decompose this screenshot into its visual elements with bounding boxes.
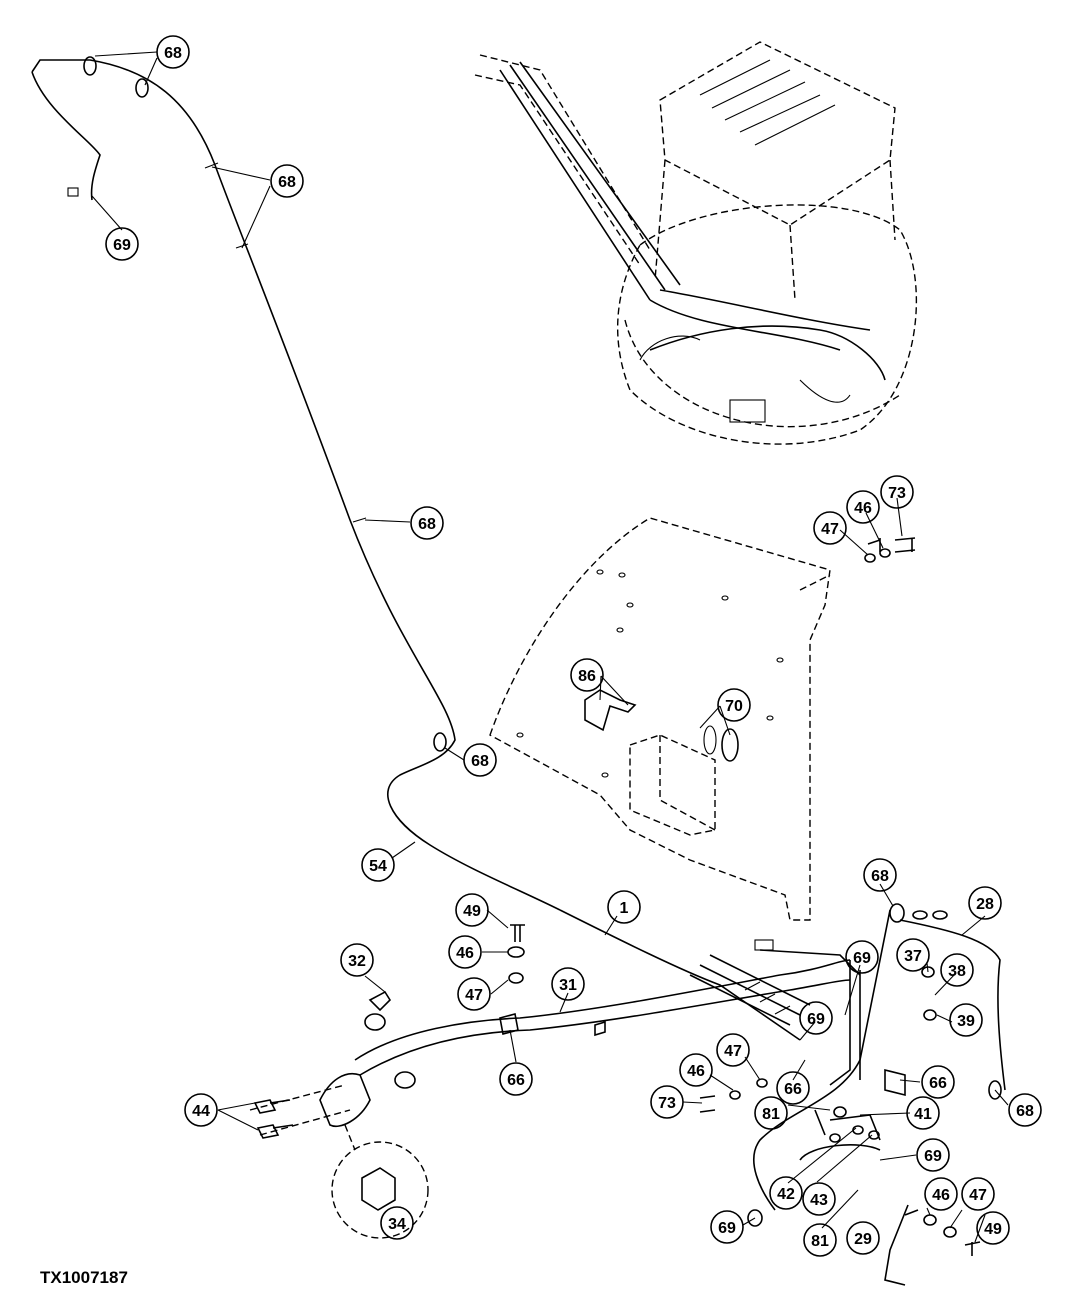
svg-text:49: 49 <box>984 1221 1002 1238</box>
mounting-plate <box>489 517 831 921</box>
relay-assembly <box>584 689 739 836</box>
svg-text:42: 42 <box>777 1186 795 1203</box>
svg-text:37: 37 <box>904 948 922 965</box>
excavator-outline <box>474 41 918 445</box>
callout-81-b: 81 <box>803 1223 837 1257</box>
svg-text:47: 47 <box>821 521 839 538</box>
callout-68-f: 68 <box>1008 1093 1042 1127</box>
leader-lines <box>91 51 1009 1243</box>
svg-text:31: 31 <box>559 977 577 994</box>
svg-text:69: 69 <box>718 1220 736 1237</box>
svg-text:70: 70 <box>725 698 743 715</box>
svg-text:69: 69 <box>853 950 871 967</box>
callout-49-a: 49 <box>455 893 489 927</box>
callout-38: 38 <box>940 953 974 987</box>
callout-46-b: 46 <box>448 935 482 969</box>
callout-47-d: 47 <box>961 1177 995 1211</box>
svg-text:46: 46 <box>932 1187 950 1204</box>
svg-text:29: 29 <box>854 1231 872 1248</box>
callout-47-a: 47 <box>813 511 847 545</box>
callout-49-b: 49 <box>976 1211 1010 1245</box>
svg-text:86: 86 <box>578 668 596 685</box>
svg-text:81: 81 <box>811 1233 829 1250</box>
detail-circle-34 <box>331 1141 429 1239</box>
callout-42: 42 <box>769 1176 803 1210</box>
svg-text:28: 28 <box>976 896 994 913</box>
callout-68-b: 68 <box>270 164 304 198</box>
svg-text:49: 49 <box>463 903 481 920</box>
svg-text:66: 66 <box>929 1075 947 1092</box>
callout-34: 34 <box>380 1206 414 1240</box>
callout-46-d: 46 <box>924 1177 958 1211</box>
callout-46-a: 46 <box>846 490 880 524</box>
callout-28: 28 <box>968 886 1002 920</box>
svg-text:44: 44 <box>192 1103 210 1120</box>
callout-69-a: 69 <box>105 227 139 261</box>
svg-text:68: 68 <box>278 174 296 191</box>
svg-text:68: 68 <box>164 45 182 62</box>
callout-37: 37 <box>896 938 930 972</box>
svg-text:47: 47 <box>465 987 483 1004</box>
callout-69-d: 69 <box>916 1138 950 1172</box>
callout-43: 43 <box>802 1182 836 1216</box>
cable-54 <box>31 56 561 911</box>
svg-text:34: 34 <box>388 1216 406 1233</box>
callout-41: 41 <box>906 1096 940 1130</box>
svg-text:81: 81 <box>762 1106 780 1123</box>
svg-text:73: 73 <box>658 1095 676 1112</box>
callout-68-e: 68 <box>863 858 897 892</box>
svg-text:39: 39 <box>957 1013 975 1030</box>
callout-68-d: 68 <box>463 743 497 777</box>
svg-text:66: 66 <box>784 1081 802 1098</box>
svg-text:41: 41 <box>914 1106 932 1123</box>
svg-text:47: 47 <box>724 1043 742 1060</box>
svg-text:1: 1 <box>620 900 629 917</box>
svg-text:43: 43 <box>810 1192 828 1209</box>
callout-66-a: 66 <box>499 1062 533 1096</box>
callout-66-b: 66 <box>776 1071 810 1105</box>
callout-68-a: 68 <box>156 35 190 69</box>
callout-73-a: 73 <box>880 475 914 509</box>
svg-text:69: 69 <box>924 1148 942 1165</box>
callout-69-c: 69 <box>799 1001 833 1035</box>
svg-text:66: 66 <box>507 1072 525 1089</box>
svg-text:68: 68 <box>471 753 489 770</box>
svg-text:69: 69 <box>113 237 131 254</box>
callout-54: 54 <box>361 848 395 882</box>
svg-text:54: 54 <box>369 858 387 875</box>
svg-text:68: 68 <box>418 516 436 533</box>
svg-text:38: 38 <box>948 963 966 980</box>
svg-text:68: 68 <box>871 868 889 885</box>
callout-47-b: 47 <box>457 977 491 1011</box>
callout-86: 86 <box>570 658 604 692</box>
svg-text:69: 69 <box>807 1011 825 1028</box>
callout-47-c: 47 <box>716 1033 750 1067</box>
svg-text:46: 46 <box>687 1063 705 1080</box>
svg-text:46: 46 <box>456 945 474 962</box>
callout-29: 29 <box>846 1221 880 1255</box>
callout-68-c: 68 <box>410 506 444 540</box>
callout-73-b: 73 <box>650 1085 684 1119</box>
callout-81-a: 81 <box>754 1096 788 1130</box>
svg-text:32: 32 <box>348 953 366 970</box>
svg-text:68: 68 <box>1016 1103 1034 1120</box>
callout-69-e: 69 <box>710 1210 744 1244</box>
callout-70: 70 <box>717 688 751 722</box>
svg-text:47: 47 <box>969 1187 987 1204</box>
callout-69-b: 69 <box>845 940 879 974</box>
callout-46-c: 46 <box>679 1053 713 1087</box>
callout-44: 44 <box>184 1093 218 1127</box>
callout-32: 32 <box>340 943 374 977</box>
callout-39: 39 <box>949 1003 983 1037</box>
callout-66-c: 66 <box>921 1065 955 1099</box>
svg-text:73: 73 <box>888 485 906 502</box>
hardware <box>253 537 981 1256</box>
callout-31: 31 <box>551 967 585 1001</box>
connector-34 <box>361 1167 396 1211</box>
figure-id: TX1007187 <box>40 1268 128 1287</box>
svg-text:46: 46 <box>854 500 872 517</box>
callout-1: 1 <box>607 890 641 924</box>
